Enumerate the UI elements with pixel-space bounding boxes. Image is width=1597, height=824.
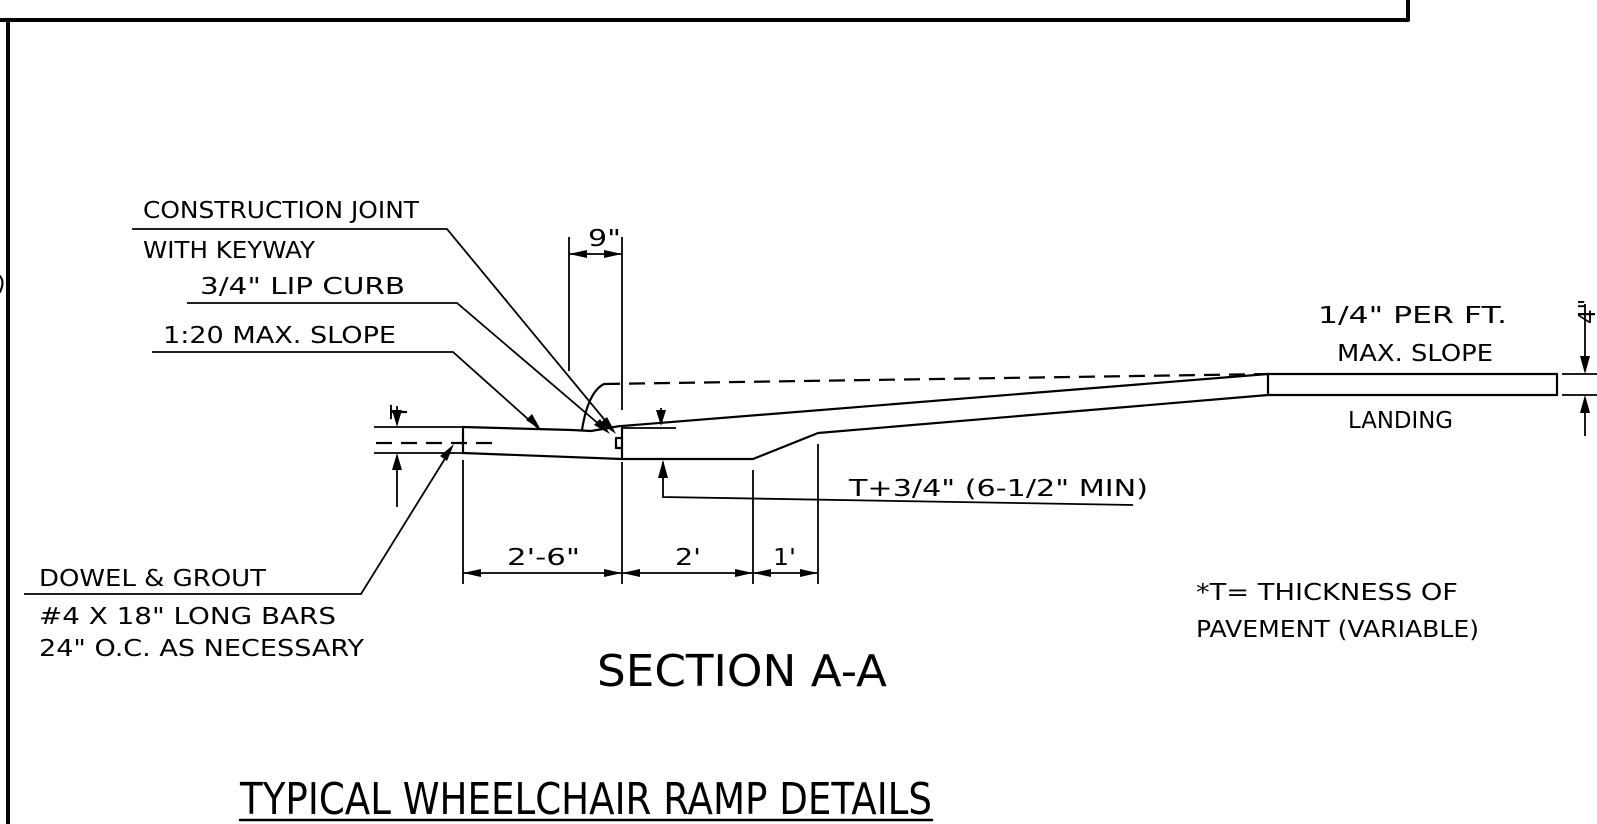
dowel-label: DOWEL & GROUT bbox=[39, 566, 267, 592]
slope-per-ft-label-2: MAX. SLOPE bbox=[1337, 341, 1493, 367]
dimension-graphics bbox=[374, 237, 1597, 584]
leader-lines bbox=[24, 228, 616, 595]
dim-2ft6in: 2'-6" bbox=[507, 545, 580, 571]
sheet-border bbox=[0, 0, 1410, 824]
dim-9in: 9" bbox=[588, 226, 621, 252]
dowel-spacing-label: 24" O.C. AS NECESSARY bbox=[39, 636, 365, 662]
detail-title: TYPICAL WHEELCHAIR RAMP DETAILS bbox=[239, 774, 932, 824]
callout-labels: CONSTRUCTION JOINT WITH KEYWAY 3/4" LIP … bbox=[39, 198, 1507, 662]
landing-label: LANDING bbox=[1348, 408, 1453, 434]
titles: SECTION A-A TYPICAL WHEELCHAIR RAMP DETA… bbox=[238, 646, 934, 824]
construction-joint-label-2: WITH KEYWAY bbox=[143, 238, 316, 264]
section-title: SECTION A-A bbox=[597, 646, 887, 697]
dim-4in: 4" bbox=[1575, 299, 1597, 324]
dim-2ft: 2' bbox=[675, 545, 701, 571]
lip-curb-label: 3/4" LIP CURB bbox=[200, 274, 405, 300]
ramp-profile bbox=[376, 372, 1559, 461]
t-note-label: *T= THICKNESS OF bbox=[1196, 580, 1458, 606]
dimension-labels: 9" 2'-6" 2' 1' T 4" bbox=[387, 226, 1597, 571]
dowel-bars-label: #4 X 18" LONG BARS bbox=[39, 604, 336, 630]
thickness-min-label: T+3/4" (6-1/2" MIN) bbox=[848, 476, 1148, 502]
slope-per-ft-label: 1/4" PER FT. bbox=[1318, 303, 1507, 329]
max-slope-label: 1:20 MAX. SLOPE bbox=[163, 323, 396, 349]
construction-joint-label: CONSTRUCTION JOINT bbox=[143, 198, 420, 224]
dim-t: T bbox=[387, 404, 413, 420]
t-note-label-2: PAVEMENT (VARIABLE) bbox=[1196, 617, 1479, 643]
dim-1ft: 1' bbox=[773, 545, 796, 571]
